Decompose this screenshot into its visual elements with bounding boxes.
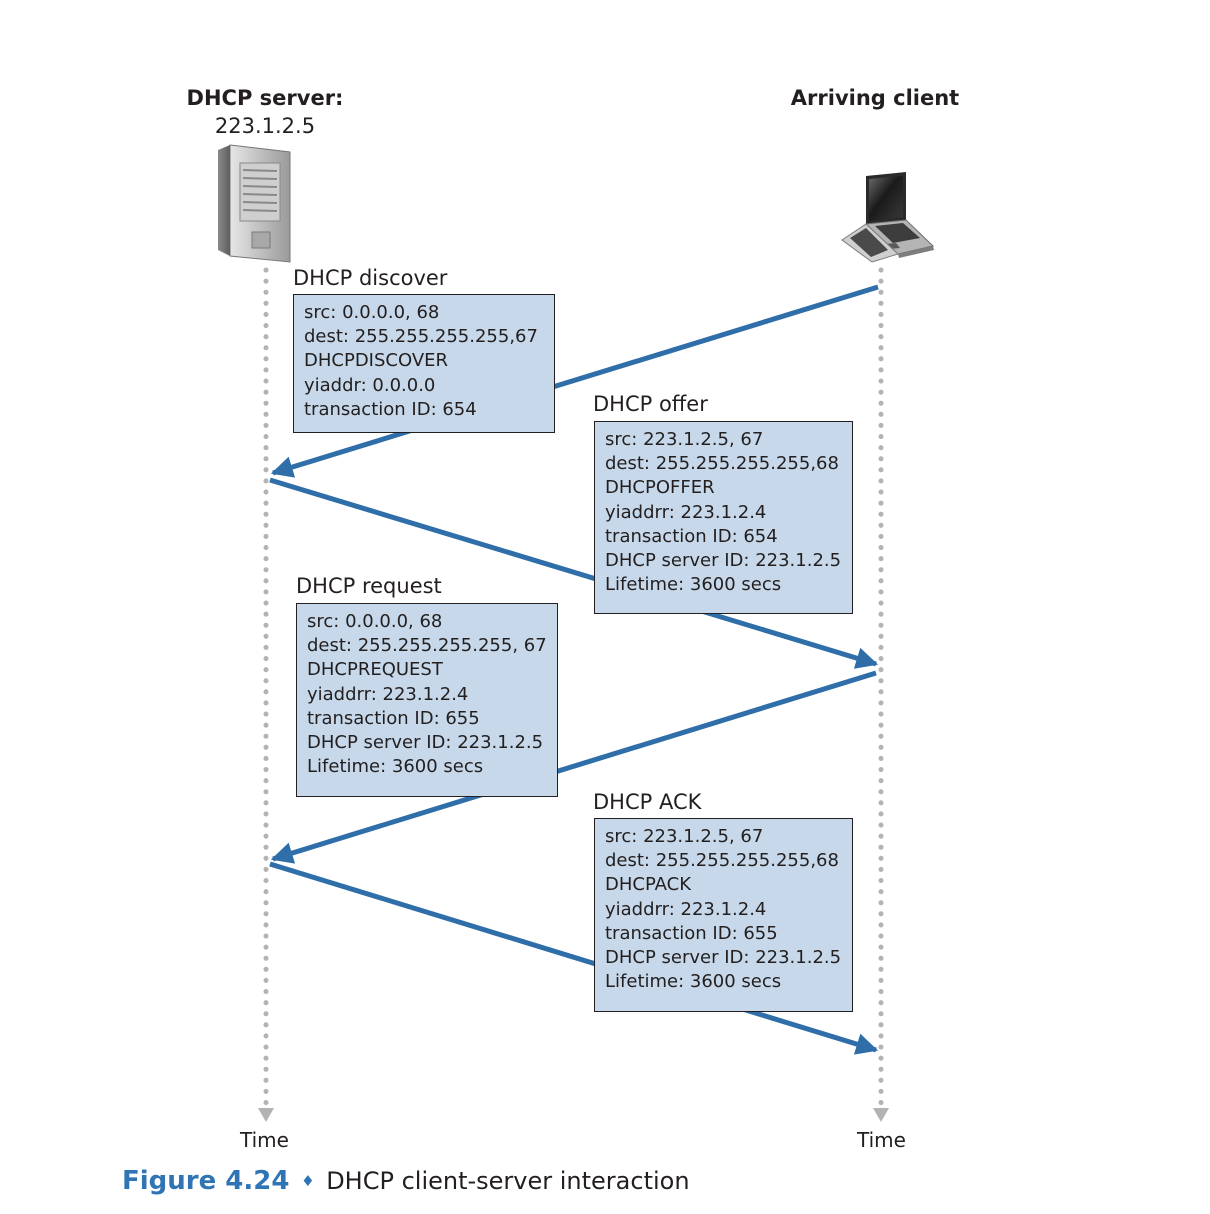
field-line: DHCPDISCOVER xyxy=(304,350,449,372)
arrow-dhcp-request xyxy=(270,670,877,864)
field-line: src: 223.1.2.5, 67 xyxy=(605,429,764,450)
field-line: Lifetime: 3600 secs xyxy=(605,574,782,596)
message-title-request: DHCP request xyxy=(296,574,442,598)
message-box-discover: src: 0.0.0.0, 68 dest: 255.255.255.255,6… xyxy=(293,294,555,433)
field-line: transaction ID: 655 xyxy=(605,922,778,944)
field-line: Lifetime: 3600 secs xyxy=(605,971,782,993)
field-line: DHCP server ID: 223.1.2.5 xyxy=(605,550,842,572)
arrow-dhcp-offer xyxy=(269,477,879,669)
server-time-label: Time xyxy=(240,1128,289,1152)
message-box-ack: src: 223.1.2.5, 67 dest: 255.255.255.255… xyxy=(594,818,853,1012)
client-time-label: Time xyxy=(857,1128,906,1152)
field-line: DHCPREQUEST xyxy=(307,659,443,681)
server-tower-icon xyxy=(218,144,291,263)
figure-caption-text: DHCP client-server interaction xyxy=(326,1167,690,1195)
field-line: transaction ID: 655 xyxy=(307,707,480,729)
field-line: src: 223.1.2.5, 67 xyxy=(605,826,764,847)
figure-number: Figure 4.24 xyxy=(122,1166,290,1196)
field-line: DHCPACK xyxy=(605,874,692,896)
server-address: 223.1.2.5 xyxy=(214,114,316,138)
message-title-ack: DHCP ACK xyxy=(593,790,702,814)
field-line: transaction ID: 654 xyxy=(304,398,477,420)
figure-caption: Figure 4.24 ♦ DHCP client-server interac… xyxy=(122,1166,690,1196)
field-line: dest: 255.255.255.255, 67 xyxy=(307,635,547,657)
field-line: yiaddrr: 223.1.2.4 xyxy=(307,683,469,705)
server-timeline-arrowhead xyxy=(258,1108,274,1122)
field-line: transaction ID: 654 xyxy=(605,525,778,547)
field-line: DHCP server ID: 223.1.2.5 xyxy=(307,732,544,754)
caption-separator: ♦ xyxy=(301,1172,315,1190)
field-line: yiaddrr: 223.1.2.4 xyxy=(605,501,767,523)
field-line: dest: 255.255.255.255,67 xyxy=(304,326,538,348)
field-line: yiaddr: 0.0.0.0 xyxy=(304,374,436,396)
arrow-dhcp-discover xyxy=(270,284,879,478)
field-line: src: 0.0.0.0, 68 xyxy=(304,302,440,323)
arrow-dhcp-ack xyxy=(269,861,879,1055)
field-line: yiaddrr: 223.1.2.4 xyxy=(605,898,767,920)
field-line: DHCPOFFER xyxy=(605,477,715,499)
field-line: DHCP server ID: 223.1.2.5 xyxy=(605,947,842,969)
message-title-offer: DHCP offer xyxy=(593,392,708,416)
server-label: DHCP server: 223.1.2.5 xyxy=(160,84,370,140)
laptop-icon xyxy=(841,172,935,263)
field-line: dest: 255.255.255.255,68 xyxy=(605,850,839,872)
client-title: Arriving client xyxy=(790,86,960,110)
server-title: DHCP server: xyxy=(186,86,344,110)
message-title-discover: DHCP discover xyxy=(293,266,448,290)
client-timeline-arrowhead xyxy=(873,1108,889,1122)
message-box-request: src: 0.0.0.0, 68 dest: 255.255.255.255, … xyxy=(296,603,558,797)
field-line: Lifetime: 3600 secs xyxy=(307,756,484,778)
field-line: src: 0.0.0.0, 68 xyxy=(307,611,443,632)
client-label: Arriving client xyxy=(770,84,980,112)
message-box-offer: src: 223.1.2.5, 67 dest: 255.255.255.255… xyxy=(594,421,853,614)
field-line: dest: 255.255.255.255,68 xyxy=(605,453,839,475)
